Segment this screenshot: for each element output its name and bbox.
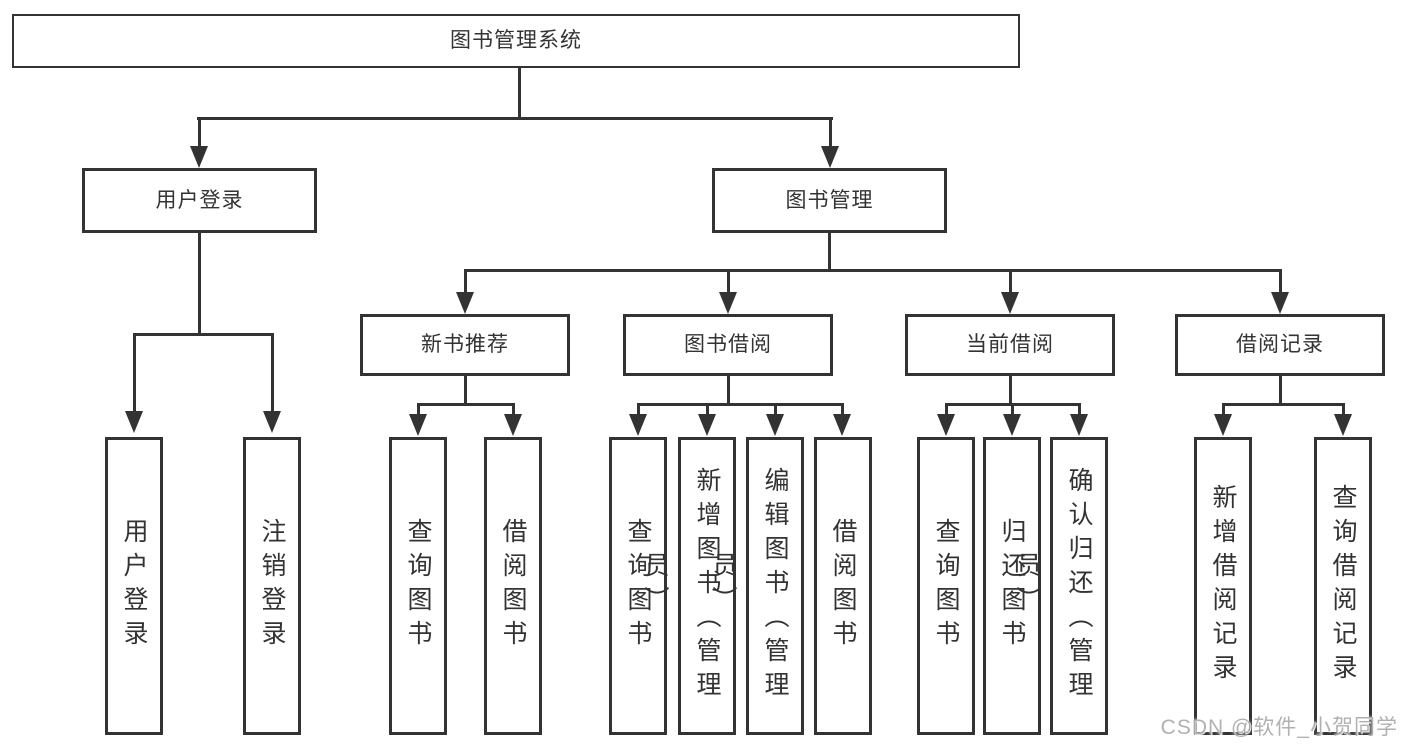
- arrowhead-down-icon: [766, 414, 784, 436]
- connector-arrow-stem: [512, 403, 515, 416]
- connector-arrow-stem: [1078, 403, 1081, 416]
- leaf-add-borrow-record: 新增借阅记录: [1194, 437, 1252, 735]
- csdn-watermark: CSDN @软件_小贺同学: [1160, 716, 1398, 739]
- connector-group-stem: [464, 376, 467, 406]
- leaf-logout-login: 注销登录: [243, 437, 301, 735]
- connector-arrow-stem: [1279, 269, 1282, 294]
- connector-group-rail: [1222, 403, 1344, 406]
- connector-arrow-stem: [637, 403, 640, 416]
- leaf-query-books-current: 查询图书: [917, 437, 975, 735]
- leaf-query-borrow-record: 查询借阅记录: [1314, 437, 1372, 735]
- arrowhead-down-icon: [1214, 414, 1232, 436]
- leaf-borrow-books-borrow: 借阅图书: [814, 437, 872, 735]
- connector-group-rail: [637, 403, 843, 406]
- leaf-query-books-borrow: 查询图书: [609, 437, 667, 735]
- connector-group-stem: [727, 376, 730, 406]
- connector-arrow-stem: [133, 333, 136, 413]
- arrowhead-down-icon: [125, 411, 143, 433]
- arrowhead-down-icon: [698, 414, 716, 436]
- node-book-management: 图书管理: [712, 168, 947, 233]
- connector-arrow-stem: [1009, 269, 1012, 294]
- connector-arrow-stem: [271, 333, 274, 413]
- arrowhead-down-icon: [1003, 414, 1021, 436]
- arrowhead-down-icon: [190, 146, 208, 168]
- node-book-borrow: 图书借阅: [623, 314, 833, 376]
- node-user-login: 用户登录: [82, 168, 317, 233]
- leaf-confirm-return-admin: 确认归还（管理员）: [1013, 437, 1108, 735]
- connector-arrow-stem: [198, 117, 201, 147]
- arrowhead-down-icon: [504, 414, 522, 436]
- arrowhead-down-icon: [1070, 414, 1088, 436]
- leaf-edit-books-admin: 编辑图书（管理员）: [709, 437, 804, 735]
- arrowhead-down-icon: [719, 292, 737, 314]
- connector-arrow-stem: [727, 269, 730, 294]
- leaf-return-books: 归还图书: [983, 437, 1041, 735]
- node-current-borrow: 当前借阅: [905, 314, 1115, 376]
- connector-group-stem: [1009, 376, 1012, 406]
- connector-group-stem: [1279, 376, 1282, 406]
- connector-arrow-stem: [829, 117, 832, 147]
- connector-arrow-stem: [1222, 403, 1225, 416]
- connector-mgmt-stem: [828, 233, 831, 272]
- leaf-user-login: 用户登录: [105, 437, 163, 735]
- arrowhead-down-icon: [1271, 292, 1289, 314]
- arrowhead-down-icon: [456, 292, 474, 314]
- arrowhead-down-icon: [937, 414, 955, 436]
- connector-arrow-stem: [1342, 403, 1345, 416]
- node-new-book-recommend: 新书推荐: [360, 314, 570, 376]
- node-borrow-record: 借阅记录: [1175, 314, 1385, 376]
- arrowhead-down-icon: [409, 414, 427, 436]
- connector-group-rail: [417, 403, 514, 406]
- connector-arrow-stem: [417, 403, 420, 416]
- connector-arrow-stem: [841, 403, 844, 416]
- arrowhead-down-icon: [1001, 292, 1019, 314]
- connector-arrow-stem: [464, 269, 467, 294]
- leaf-query-books-recommend: 查询图书: [389, 437, 447, 735]
- arrowhead-down-icon: [1334, 414, 1352, 436]
- leaf-borrow-books-recommend: 借阅图书: [484, 437, 542, 735]
- connector-level3-rail: [464, 269, 1281, 272]
- connector-root-stem: [518, 68, 521, 120]
- connector-login-stem: [198, 233, 201, 336]
- arrowhead-down-icon: [263, 411, 281, 433]
- connector-login-rail: [133, 333, 274, 336]
- connector-arrow-stem: [1011, 403, 1014, 416]
- node-library-management-system: 图书管理系统: [12, 14, 1020, 68]
- connector-level1-rail: [197, 117, 833, 120]
- arrowhead-down-icon: [629, 414, 647, 436]
- arrowhead-down-icon: [821, 146, 839, 168]
- connector-arrow-stem: [706, 403, 709, 416]
- leaf-add-books-admin: 新增图书（管理员）: [641, 437, 736, 735]
- connector-arrow-stem: [945, 403, 948, 416]
- arrowhead-down-icon: [833, 414, 851, 436]
- connector-arrow-stem: [774, 403, 777, 416]
